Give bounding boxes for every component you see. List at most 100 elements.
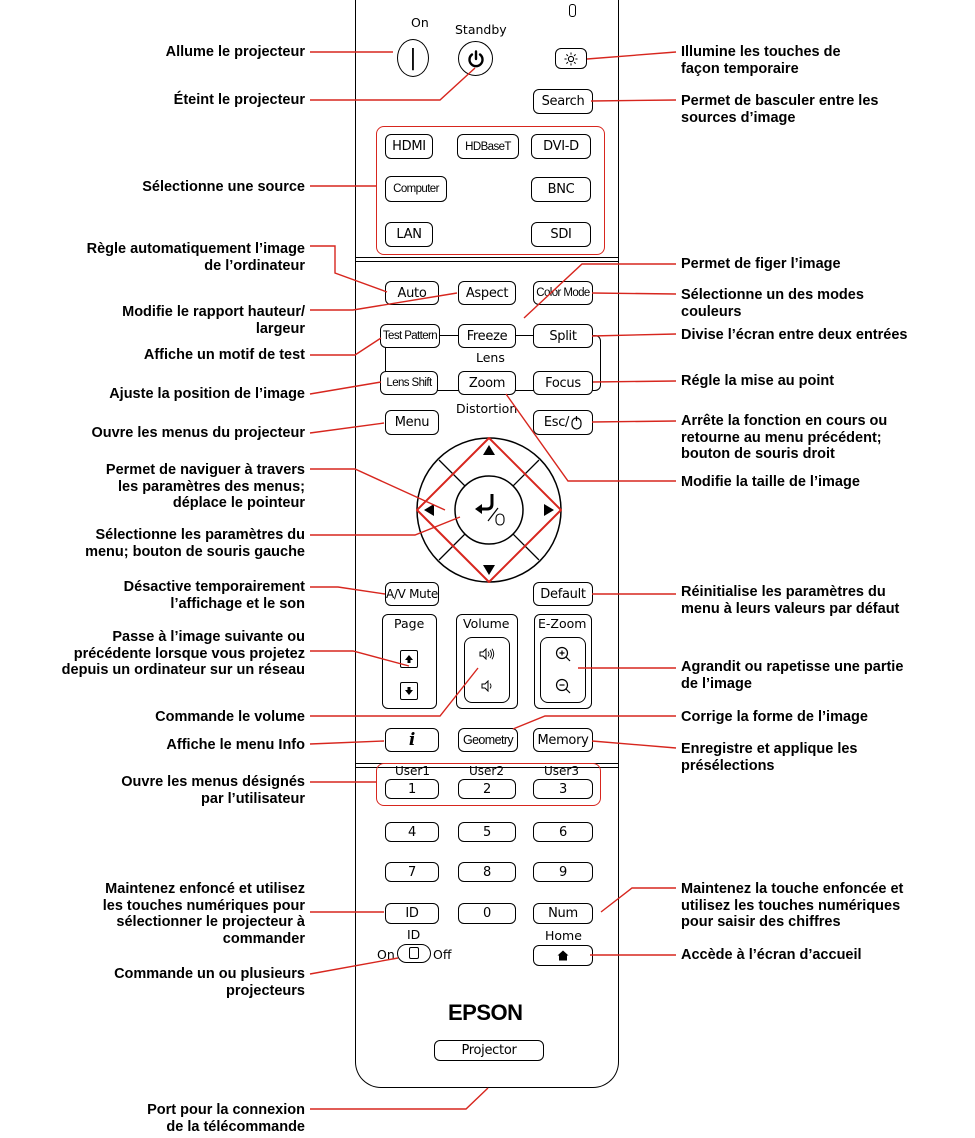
default-button[interactable]: Default [533,582,593,606]
page-up-button[interactable] [400,650,418,668]
computer-button[interactable]: Computer [385,176,447,202]
volume-down-icon[interactable] [481,680,493,692]
distortion-label: Distortion [456,401,518,416]
focus-button[interactable]: Focus [533,371,593,395]
av-mute-button[interactable]: A/V Mute [385,582,439,606]
freeze-button[interactable]: Freeze [458,324,516,348]
color-mode-button[interactable]: Color Mode [533,281,593,305]
callout-test-pattern: Affiche un motif de test [143,347,305,363]
digit-6-button[interactable]: 6 [533,822,593,842]
callout-home: Accède à l’écran d’accueil [681,947,862,963]
lan-button[interactable]: LAN [385,222,433,247]
middle-divider-2 [356,767,618,768]
callout-zoom: Modifie la taille de l’image [681,474,860,490]
num-button[interactable]: Num [533,903,593,924]
lens-shift-button[interactable]: Lens Shift [380,371,438,395]
volume-rocker[interactable] [464,637,510,703]
hdmi-button[interactable]: HDMI [385,134,433,159]
user1-label: User1 [395,764,430,778]
dvid-button[interactable]: DVI-D [531,134,591,159]
menu-button[interactable]: Menu [385,410,439,435]
geometry-button[interactable]: Geometry [458,728,518,752]
aspect-button[interactable]: Aspect [458,281,516,305]
digit-4-button[interactable]: 4 [385,822,439,842]
id-switch-knob [409,947,419,959]
navigation-pad[interactable] [399,420,579,600]
page-label: Page [394,616,425,631]
ezoom-rocker[interactable] [540,637,586,703]
id-switch-off-label: Off [433,947,452,962]
split-button[interactable]: Split [533,324,593,348]
test-pattern-button[interactable]: Test Pattern [380,324,440,348]
search-button[interactable]: Search [533,89,593,114]
volume-panel [456,614,518,709]
callout-power-on: Allume le projecteur [165,44,305,60]
enter-icon [479,494,494,511]
on-button[interactable]: | [397,39,429,77]
digit-9-button[interactable]: 9 [533,862,593,882]
enter-icon-head [475,504,482,514]
light-button[interactable] [555,48,587,69]
zoom-in-icon[interactable] [555,646,571,662]
up-arrow-icon[interactable] [483,445,495,455]
callout-source: Sélectionne une source [142,179,305,195]
callout-focus: Régle la mise au point [681,373,835,389]
callout-freeze: Permet de figer l’image [681,256,841,272]
user2-label: User2 [469,764,504,778]
hdbaset-button[interactable]: HDBaseT [457,134,519,159]
remote-body: On Standby | Search HDMI HDBaseT DVI-D C… [355,0,619,1088]
page-down-button[interactable] [400,682,418,700]
callout-info: Affiche le menu Info [166,737,305,753]
memory-button[interactable]: Memory [533,728,593,752]
ezoom-panel [534,614,592,709]
bnc-button[interactable]: BNC [531,177,591,202]
id-switch-label: ID [407,927,421,942]
home-label: Home [545,928,582,943]
user-keys-highlight [376,763,601,806]
user3-label: User3 [544,764,579,778]
callout-volume: Commande le volume [155,709,305,725]
volume-label: Volume [463,616,510,631]
zoom-button[interactable]: Zoom [458,371,516,395]
enter-slash [487,507,499,522]
top-divider-2 [356,261,618,262]
digit-2-button[interactable]: 2 [458,779,516,799]
info-button[interactable]: i [385,728,439,752]
digit-1-button[interactable]: 1 [385,779,439,799]
volume-up-icon[interactable] [479,648,495,660]
standby-button[interactable] [458,41,493,76]
sdi-button[interactable]: SDI [531,222,591,247]
source-keys-highlight [376,126,605,255]
home-button[interactable] [533,945,593,966]
standby-label: Standby [455,22,507,37]
digit-7-button[interactable]: 7 [385,862,439,882]
page-up-icon [405,655,413,663]
lens-label: Lens [472,350,509,365]
signal-emitter [569,4,576,17]
zoom-out-icon[interactable] [555,678,571,694]
callout-lens-shift: Ajuste la position de l’image [109,386,305,402]
epson-logo: EPSON [448,1000,523,1025]
right-arrow-icon[interactable] [544,504,554,516]
id-button[interactable]: ID [385,903,439,924]
power-on-glyph: | [409,45,417,71]
digit-8-button[interactable]: 8 [458,862,516,882]
down-arrow-icon[interactable] [483,565,495,575]
auto-button[interactable]: Auto [385,281,439,305]
id-switch[interactable] [397,944,431,963]
digit-3-button[interactable]: 3 [533,779,593,799]
digit-0-button[interactable]: 0 [458,903,516,924]
digit-5-button[interactable]: 5 [458,822,516,842]
